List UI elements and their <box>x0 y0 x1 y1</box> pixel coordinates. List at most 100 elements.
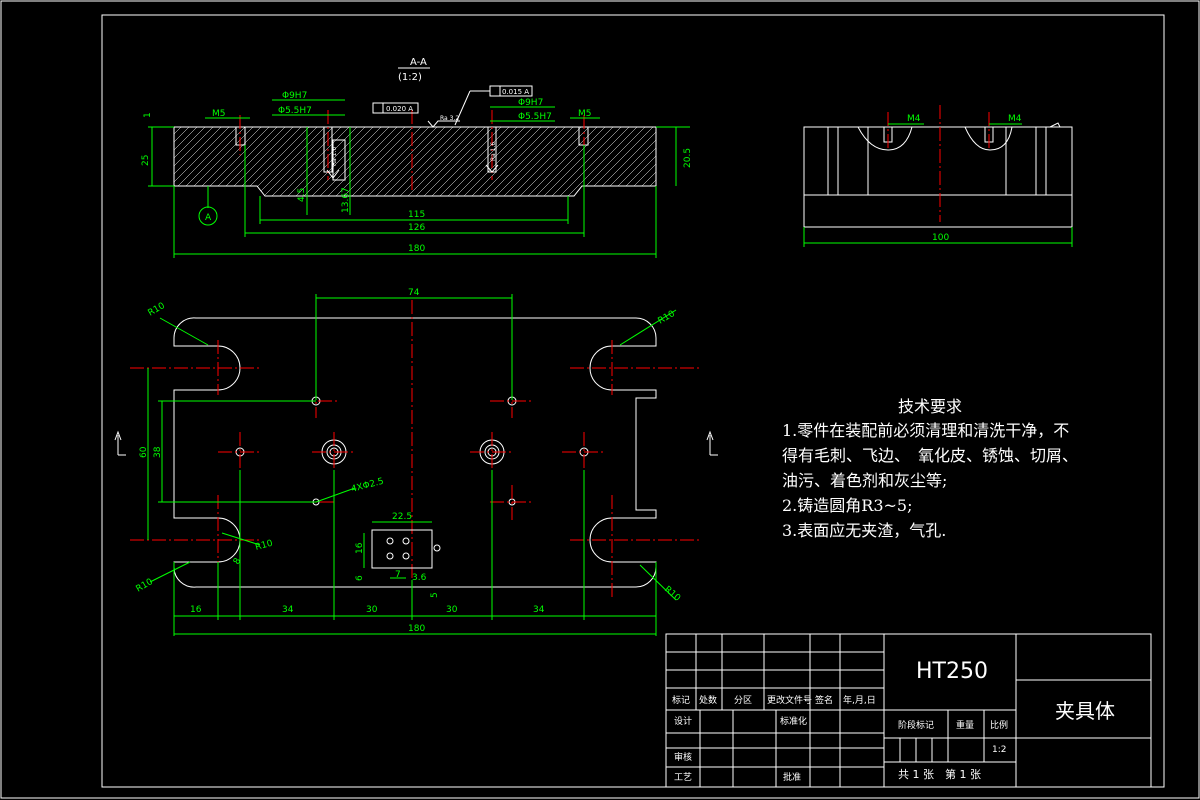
hatch-line <box>716 120 796 200</box>
hatch-line <box>700 120 780 200</box>
tech-title: 技术要求 <box>898 397 962 416</box>
tb-standard: 标准化 <box>780 715 807 727</box>
dim-h25: 25 <box>141 155 151 166</box>
tb-part-name: 夹具体 <box>1055 699 1115 723</box>
ra-mid: Ra 3.2 <box>440 115 459 122</box>
hatch-line <box>174 127 197 196</box>
dim-r10-inner: R10 <box>254 539 274 553</box>
tb-stage: 阶段标记 <box>898 719 934 731</box>
tech-line-1: 1.零件在装配前必须清理和清洗干净，不 <box>782 421 1069 440</box>
hatch-line <box>555 127 637 196</box>
hatch-line <box>435 127 517 196</box>
dim-126: 126 <box>408 223 425 233</box>
hatch-line <box>331 127 413 196</box>
dim-m4-right: M4 <box>1008 114 1022 124</box>
side-view: M4 M4 100 <box>803 105 1073 247</box>
title-block: HT250 夹具体 标记 处数 分区 更改文件号 签名 年,月,日 设计 标准化… <box>665 633 1152 788</box>
hatch-line <box>355 127 437 196</box>
hatch-line <box>523 127 605 196</box>
ra-right: Ra 1.6 <box>490 142 497 161</box>
hatch-line <box>174 127 229 196</box>
dim-m5-right: M5 <box>578 109 592 119</box>
hatch-line <box>275 127 357 196</box>
tb-check: 审核 <box>674 751 692 763</box>
hatch-line <box>563 127 645 196</box>
dim-4x: 4XΦ2.5 <box>350 477 385 495</box>
hatch-line <box>467 127 549 196</box>
hatch-line <box>684 120 764 200</box>
hatch-line <box>411 127 493 196</box>
dim-m5-left: M5 <box>212 109 226 119</box>
hatch-line <box>507 127 589 196</box>
dim-115: 115 <box>408 210 425 220</box>
dim-phi5-left: Φ5.5H7 <box>278 106 312 116</box>
dim-3-6: 3.6 <box>412 573 427 583</box>
dim-6: 6 <box>355 575 365 581</box>
dim-30a: 30 <box>366 605 378 615</box>
hatch-line <box>379 127 461 196</box>
hatch-line <box>403 127 485 196</box>
dim-r10-bl: R10 <box>135 577 156 595</box>
hatch-line <box>259 127 341 196</box>
dim-phi9-right: Φ9H7 <box>518 98 543 108</box>
dim-r10-tl: R10 <box>147 301 168 319</box>
dim-100: 100 <box>932 233 949 243</box>
dim-74: 74 <box>408 288 420 298</box>
tech-requirements: 技术要求 1.零件在装配前必须清理和清洗干净，不 得有毛刺、飞边、 氧化皮、锈蚀… <box>782 397 1078 540</box>
datum-label: A <box>205 213 212 223</box>
tech-line-4: 2.铸造圆角R3~5; <box>782 496 912 515</box>
hatch-line <box>547 127 629 196</box>
hatch-line <box>267 127 349 196</box>
dim-8: 8 <box>232 556 244 566</box>
hatch-line <box>395 127 477 196</box>
hatch-line <box>315 127 397 196</box>
hatch-line <box>459 127 541 196</box>
tb-h-sign: 签名 <box>815 694 833 706</box>
dim-34b: 34 <box>533 605 545 615</box>
tb-h-mark: 标记 <box>672 694 690 706</box>
hatch-line <box>363 127 445 196</box>
hatch-line <box>724 120 804 200</box>
hatch-line <box>708 120 788 200</box>
hatch-line <box>427 127 509 196</box>
tb-material: HT250 <box>916 659 988 684</box>
dim-5: 5 <box>430 592 440 598</box>
tb-h-date: 年,月,日 <box>843 694 876 706</box>
dim-38: 38 <box>153 446 163 458</box>
tb-approve: 批准 <box>783 771 801 783</box>
hatch-line <box>299 127 381 196</box>
hatch-line <box>539 127 621 196</box>
plan-outline <box>173 317 657 588</box>
dim-phi9-left: Φ9H7 <box>282 91 307 101</box>
hatch-line <box>475 127 557 196</box>
hatch-line <box>491 127 573 196</box>
tb-process: 工艺 <box>674 772 692 783</box>
dim-180-bottom: 180 <box>408 624 425 634</box>
dim-m4-left: M4 <box>907 114 921 124</box>
hatch-line <box>174 127 181 196</box>
tech-line-3: 油污、着色剂和灰尘等; <box>782 471 947 490</box>
hatch-line <box>174 127 221 196</box>
dim-7: 7 <box>395 570 401 580</box>
dim-30b: 30 <box>446 605 458 615</box>
dim-h20-5: 20.5 <box>683 148 693 168</box>
dim-60: 60 <box>139 446 149 458</box>
tol-frame-left: 0.020 A <box>386 105 413 113</box>
dim-h1: 1 <box>143 112 153 118</box>
hatch-line <box>692 120 772 200</box>
section-outline <box>173 126 657 197</box>
tb-weight: 重量 <box>956 719 974 731</box>
tb-h-docno: 更改文件号 <box>767 694 812 706</box>
tb-h-count: 处数 <box>699 694 717 706</box>
ra-left: Ra 1.6 <box>331 147 338 166</box>
section-view: A-A (1:2) M5 M5 Φ9H7 Φ5.5H7 Φ9H7 Φ <box>141 57 812 258</box>
hatch-line <box>732 120 812 200</box>
tol-frame-right: 0.015 A <box>502 88 529 96</box>
dim-16b: 16 <box>190 605 202 615</box>
dim-13-67: 13.67 <box>341 187 351 213</box>
section-scale: (1:2) <box>398 72 422 83</box>
dim-4-5: 4.5 <box>297 188 307 202</box>
plan-view: 74 60 38 4XΦ2.5 R10 R10 R10 R10 R10 8 22… <box>114 288 718 636</box>
hatch-line <box>174 127 237 196</box>
